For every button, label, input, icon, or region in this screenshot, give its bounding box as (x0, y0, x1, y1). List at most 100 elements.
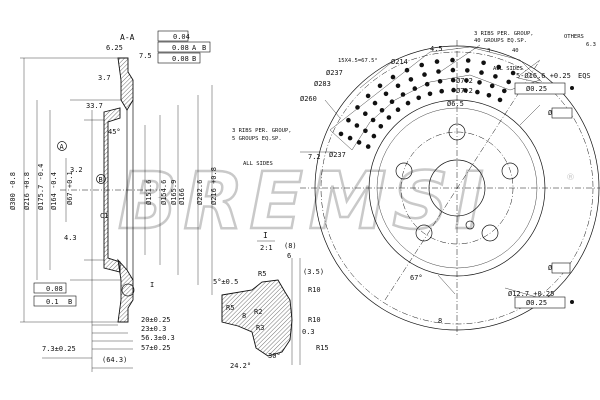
vent-pin (502, 88, 507, 94)
detail-r5b: R5 (226, 304, 234, 312)
dia-300-label: Ø300 -0.8 (9, 172, 17, 210)
runout-frame (33, 282, 67, 294)
parallelism-value-2: 0.08 (172, 55, 189, 63)
lower-friction-ring (117, 258, 134, 323)
dim-4-3: 4.3 (64, 234, 77, 242)
detail-dim-8b: 8 (242, 312, 246, 320)
position-tol-bottom: Ø0.25 (526, 299, 547, 307)
dim-33-7: 33.7 (86, 102, 103, 110)
dim-56: 56.3±0.3 (141, 334, 175, 342)
vent-pin (389, 99, 395, 104)
vent-pin (377, 83, 383, 89)
detail-scale: 2:1 (260, 244, 273, 252)
vent-pin (365, 144, 371, 149)
symmetry-frame (33, 295, 77, 307)
parallelism-frame-2 (157, 52, 201, 64)
vent-pin (450, 77, 456, 83)
diagonal-centerline (384, 59, 541, 301)
vent-pin (395, 107, 401, 112)
vent-pin (439, 88, 445, 94)
vent-pin (338, 131, 344, 137)
datum-dot-bottom (570, 300, 574, 304)
datum-a-circle (57, 141, 67, 151)
vent-cutout-outline (329, 46, 541, 151)
eqs-label: EQS (578, 72, 591, 80)
dim-20: 20±0.25 (141, 316, 171, 324)
detail-r15: R15 (316, 344, 329, 352)
vent-pins-group (338, 57, 516, 149)
position-tol-top: Ø0.25 (526, 85, 547, 93)
vent-pin (363, 128, 368, 134)
detail-dim-6: 6 (287, 252, 291, 260)
datum-a-marker: A (60, 143, 65, 151)
vent-pin (506, 79, 512, 85)
angle-67: 67° (410, 274, 423, 282)
dim-7-2: 7.2 (308, 153, 321, 161)
vent-pin (395, 83, 401, 89)
vent-pin (400, 92, 406, 97)
dim-57: 57±0.25 (141, 344, 171, 352)
detail-label: I (263, 231, 268, 240)
ribs-note-3: 3 (487, 48, 490, 54)
parallelism-value-1: 0.08 (172, 44, 189, 52)
ribs-left-line1: 3 RIBS PER. GROUP, (232, 128, 292, 134)
vent-pin (493, 74, 498, 79)
dim-4-5: 4.5 (430, 45, 443, 53)
detail-dim-8: (8) (284, 242, 297, 250)
vent-pin (422, 72, 427, 77)
vent-pin (464, 78, 469, 83)
vent-pin (355, 105, 360, 110)
holes-spec: 5-Ø16.6 +0.25 (516, 72, 571, 80)
dim-23: 23±0.3 (141, 325, 166, 333)
datum-a-1: A (192, 44, 197, 52)
dim-7-3: 7.3±0.25 (42, 345, 76, 353)
vent-pin (405, 100, 411, 106)
vent-pin (510, 70, 516, 76)
others-note: OTHERS (564, 34, 584, 40)
ribs-note-line1: 3 RIBS PER. GROUP, (474, 31, 534, 37)
detail-r10: R10 (308, 286, 321, 294)
brand-watermark: BREMSI ® (117, 156, 575, 249)
dim-7-5: 7.5 (139, 52, 152, 60)
others-symbol: 6.3 (586, 42, 596, 48)
dia-216b-label: Ø216 +0.8 (210, 167, 218, 205)
datum-b-circle (96, 174, 106, 184)
vent-pin (481, 60, 486, 66)
dia-202-label: Ø202.6 (196, 180, 204, 205)
detail-dim-24: 24.2° (230, 362, 251, 370)
vent-pin (475, 89, 480, 95)
vent-pin (424, 81, 430, 87)
vent-pin (465, 58, 471, 63)
detail-dim-30: 30° (268, 352, 281, 360)
section-label: A-A (120, 33, 135, 42)
dim-6-25: 6.25 (106, 44, 123, 52)
vent-pin (496, 64, 502, 70)
vent-pin (479, 70, 484, 75)
detail-dim-0-3: 0.3 (302, 328, 315, 336)
detail-callout-circle (121, 283, 135, 297)
dia-214: Ø214 (391, 58, 408, 66)
basic-dim-box-112 (551, 107, 573, 119)
dia-6-5: Ø6.5 (447, 100, 464, 108)
vent-pin (354, 123, 360, 128)
vent-pin (363, 111, 368, 116)
angle-note: 15X4.5=67.5° (338, 58, 378, 64)
vent-pin (497, 97, 503, 103)
detail-profile (221, 279, 293, 357)
angle-45: 45° (108, 128, 121, 136)
bolt-hole-5 (395, 162, 413, 180)
vent-pin (372, 100, 378, 106)
dia-7-2-b: Ø7.2 (456, 87, 473, 95)
datum-b-1: B (202, 44, 206, 52)
detail-r5: R5 (258, 270, 266, 278)
vent-pin (486, 93, 492, 98)
dia-166-label: Ø166 (178, 188, 186, 205)
dia-260: Ø260 (300, 95, 317, 103)
vent-pin (489, 83, 495, 89)
dia-237-b: Ø237 (329, 151, 346, 159)
detail-callout-label: I (150, 281, 154, 289)
dim-64-3: (64.3) (102, 356, 127, 364)
vent-pin (419, 62, 425, 68)
